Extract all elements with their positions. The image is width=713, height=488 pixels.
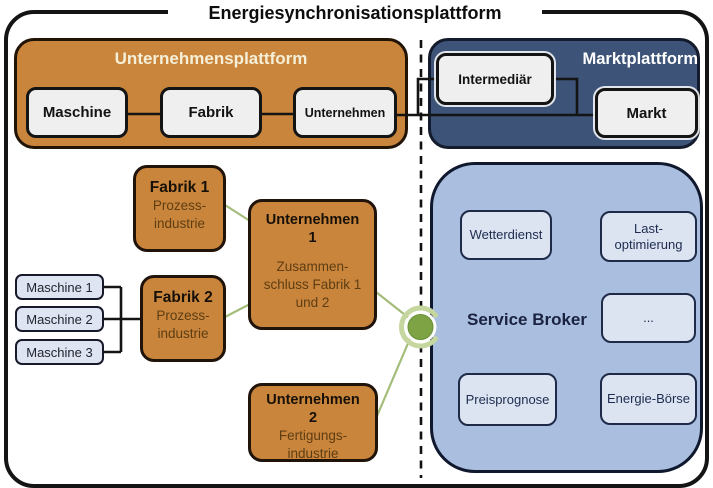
marktplattform-title: Marktplattform [582, 50, 698, 68]
unternehmen2-node: Unternehmen 2 Fertigungs- industrie [248, 383, 378, 462]
fabrik2-sub-line1: Prozess- [156, 308, 210, 323]
unternehmen2-title: Unternehmen [266, 392, 360, 408]
energieboerse-box: Energie-Börse [600, 373, 697, 425]
unternehmen2-sub-line2: industrie [287, 446, 339, 461]
maschine1-box: Maschine 1 [15, 274, 104, 300]
maschine3-box: Maschine 3 [15, 339, 104, 365]
black-connector-lines [104, 77, 596, 354]
node-outer-ring [399, 305, 438, 349]
fabrik2-title: Fabrik 2 [153, 289, 213, 306]
green-connector-lines [224, 204, 415, 417]
fabrik-box: Fabrik [160, 87, 262, 138]
intermediaer-box: Intermediär [436, 53, 554, 105]
fabrik1-sub-line2: industrie [153, 216, 206, 231]
lastoptimierung-line2: optimierung [614, 236, 683, 252]
line-fabrik1-u1 [224, 204, 251, 222]
unternehmen2-number: 2 [308, 410, 318, 426]
markt-box: Markt [595, 88, 698, 138]
preisprognose-box: Preisprognose [458, 373, 557, 426]
connector-lines [104, 40, 596, 478]
unternehmen-box: Unternehmen [293, 87, 397, 138]
line-stub-intermediaer-left [416, 77, 436, 115]
page-title: Energiesynchronisationsplattform [168, 0, 542, 27]
unternehmen1-number: 1 [308, 230, 317, 246]
unternehmensplattform-title: Unternehmensplattform [114, 49, 308, 68]
unternehmen1-sub-line3: und 2 [295, 295, 330, 310]
line-u2-node [375, 333, 414, 417]
lastoptimierung-line1: Last- [634, 220, 663, 236]
fabrik1-node: Fabrik 1 Prozess- industrie [133, 165, 226, 252]
more-services-box: ... [601, 293, 696, 343]
line-u1-node [375, 291, 415, 323]
unternehmen1-title: Unternehmen [265, 212, 360, 228]
line-intermediaer-elbow [555, 77, 579, 115]
unternehmen2-sub-line1: Fertigungs- [278, 428, 348, 443]
fabrik1-title: Fabrik 1 [149, 179, 210, 196]
fabrik1-sub-line1: Prozess- [152, 198, 207, 213]
wetterdienst-box: Wetterdienst [460, 210, 552, 260]
node-green-circle [407, 314, 434, 340]
lastoptimierung-box: Last- optimierung [600, 211, 697, 262]
unternehmen1-sub-line2: schluss Fabrik 1 [263, 277, 362, 292]
fabrik2-node: Fabrik 2 Prozess- industrie [140, 275, 226, 362]
unternehmen1-sub-line1: Zusammen- [276, 259, 349, 274]
fabrik2-sub-line2: industrie [157, 326, 209, 341]
service-broker-title: Service Broker [466, 310, 588, 329]
line-fabrik2-u1 [224, 303, 251, 318]
maschine-box: Maschine [26, 87, 128, 138]
maschine2-box: Maschine 2 [15, 306, 104, 332]
unternehmen1-node: Unternehmen 1 Zusammen- schluss Fabrik 1… [248, 199, 377, 330]
broker-connection-node [399, 305, 438, 349]
